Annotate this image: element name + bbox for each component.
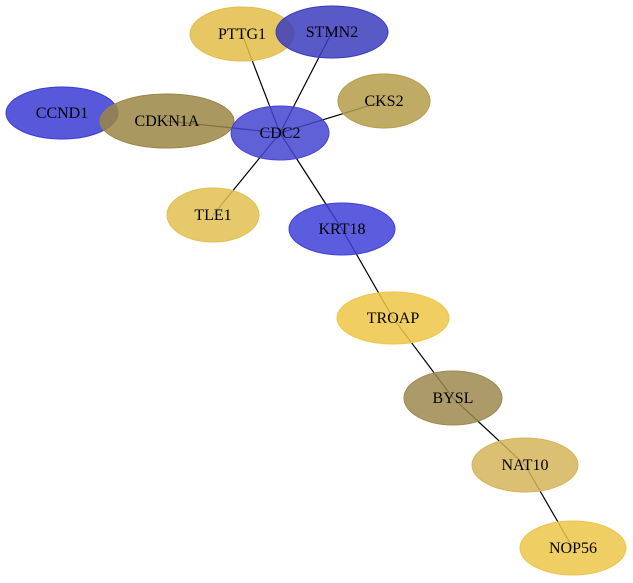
node-label-krt18: KRT18 [318,221,365,238]
node-label-troap: TROAP [367,310,420,327]
node-cks2[interactable]: CKS2 [337,73,431,129]
node-label-cdc2: CDC2 [260,125,301,142]
node-troap[interactable]: TROAP [336,291,450,345]
node-label-pttg1: PTTG1 [218,26,266,43]
node-ellipse-cdc2 [230,105,330,161]
node-ellipse-nat10 [471,437,579,493]
node-label-nop56: NOP56 [549,540,597,557]
node-label-cdkn1a: CDKN1A [135,113,200,130]
node-label-nat10: NAT10 [501,457,548,474]
node-ccnd1[interactable]: CCND1 [5,86,119,140]
nodes-layer: CCND1 CDKN1A PTTG1 STMN2CKS2CDC2TLE1KRT18TR… [5,5,627,576]
node-krt18[interactable]: KRT18 [288,202,396,256]
node-label-tle1: TLE1 [194,207,231,224]
node-label-ccnd1: CCND1 [36,105,88,122]
node-stmn2[interactable]: STMN2 [275,5,389,59]
node-cdc2[interactable]: CDC2 [230,105,330,161]
node-ellipse-cks2 [337,73,431,129]
node-label-stmn2: STMN2 [306,24,358,41]
node-ellipse-stmn2 [275,5,389,59]
node-nat10[interactable]: NAT10 [471,437,579,493]
node-ellipse-cdkn1a [99,93,235,149]
node-cdkn1a[interactable]: CDKN1A [99,93,235,149]
node-label-bysl: BYSL [433,390,474,407]
node-ellipse-troap [336,291,450,345]
node-nop56[interactable]: NOP56 [519,520,627,576]
node-ellipse-tle1 [166,187,260,243]
node-ellipse-bysl [403,370,503,426]
node-tle1[interactable]: TLE1 [166,187,260,243]
node-ellipse-krt18 [288,202,396,256]
node-ellipse-nop56 [519,520,627,576]
node-label-cks2: CKS2 [364,93,403,110]
node-bysl[interactable]: BYSL [403,370,503,426]
